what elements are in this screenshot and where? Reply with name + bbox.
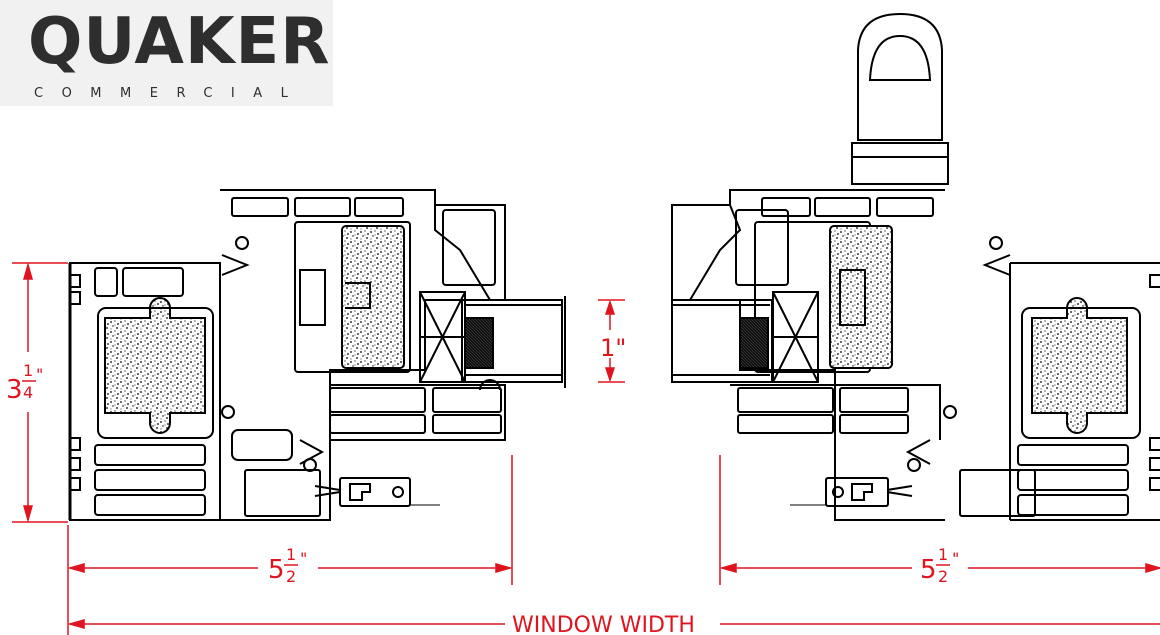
height-dim-inch: " <box>36 365 43 384</box>
left-dim-whole: 5 <box>268 555 285 585</box>
left-dim-inch: " <box>300 549 307 568</box>
height-dim-whole: 3 <box>6 375 23 405</box>
left-frame-section <box>68 189 566 521</box>
quaker-logo: QUAKER COMMERCIAL <box>0 0 333 106</box>
left-dim-num: 1 <box>286 545 296 564</box>
logo-subtitle: COMMERCIAL <box>34 86 307 101</box>
right-dim-whole: 5 <box>920 555 937 585</box>
dimension-lines <box>12 262 1160 635</box>
right-frame-section <box>671 12 1160 521</box>
left-dim-den: 2 <box>286 567 296 586</box>
logo-wordmark: QUAKER <box>28 5 331 79</box>
height-dim-num: 1 <box>23 361 33 380</box>
right-dim-den: 2 <box>938 567 948 586</box>
right-dim-num: 1 <box>938 545 948 564</box>
glass-dim-label: 1" <box>600 334 626 362</box>
height-dim-den: 4 <box>23 383 33 402</box>
right-dim-inch: " <box>952 549 959 568</box>
window-width-label: WINDOW WIDTH <box>512 613 695 635</box>
dimension-labels: 3 1 4 " 1" 5 1 2 " 5 1 2 " WINDOW WIDTH <box>6 334 959 635</box>
